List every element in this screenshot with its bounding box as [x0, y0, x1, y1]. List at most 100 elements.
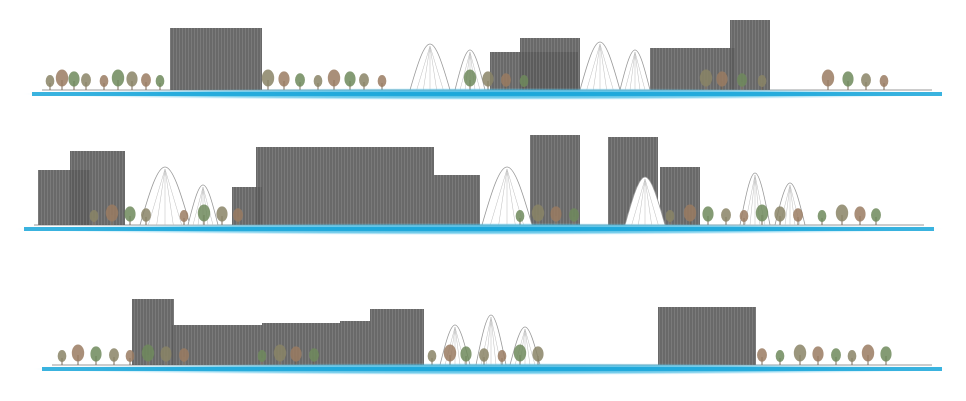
tree-icon — [125, 350, 135, 362]
tree-icon — [81, 73, 91, 87]
tree-icon — [89, 210, 99, 222]
tree-icon — [854, 206, 866, 222]
tree-icon — [124, 206, 136, 222]
tree-icon — [71, 344, 85, 362]
tree-icon — [111, 69, 125, 87]
tree-icon — [699, 69, 713, 87]
tree-icon — [155, 75, 165, 87]
tree-icon — [497, 350, 507, 362]
roof-rib-line — [638, 178, 646, 226]
tree-icon — [665, 210, 675, 222]
roof-rib-line — [624, 51, 636, 91]
roof-rib-line — [429, 45, 444, 91]
tree-icon — [775, 350, 785, 362]
roof-rib-line — [634, 51, 641, 91]
building-block — [658, 307, 756, 365]
tree-icon — [550, 206, 562, 222]
tree-icon — [716, 71, 728, 87]
tree-icon — [737, 73, 747, 87]
tree-icon — [821, 69, 835, 87]
roof-rib-line — [164, 168, 182, 226]
tree-icon — [861, 344, 875, 362]
roof-rib-line — [599, 43, 614, 91]
building-block — [170, 28, 262, 90]
tree-icon — [273, 344, 287, 362]
tree-icon — [278, 71, 290, 87]
roof-rib-line — [148, 168, 166, 226]
tree-icon — [105, 204, 119, 222]
building-block — [370, 309, 424, 365]
tree-icon — [721, 208, 731, 222]
tree-icon — [835, 204, 849, 222]
roof-rib-line — [498, 168, 508, 226]
tree-icon — [879, 75, 889, 87]
roof-rib-line — [593, 43, 601, 91]
tree-icon — [513, 344, 527, 362]
tree-icon — [702, 206, 714, 222]
building-block — [520, 38, 580, 90]
tree-icon — [327, 69, 341, 87]
building-block — [256, 147, 434, 225]
tree-icon — [295, 73, 305, 87]
tree-icon — [831, 348, 841, 362]
roof-rib-line — [490, 316, 497, 366]
tree-icon — [359, 73, 369, 87]
tree-icon — [160, 346, 172, 362]
tree-icon — [793, 344, 807, 362]
roof-rib-line — [490, 168, 508, 226]
roof-rib-line — [454, 326, 461, 366]
tree-icon — [179, 210, 189, 222]
water-line — [32, 92, 942, 96]
tree-icon — [861, 73, 871, 87]
tree-icon — [532, 346, 544, 362]
tree-icon — [90, 346, 102, 362]
tree-icon — [817, 210, 827, 222]
roof-rib-line — [644, 178, 659, 226]
tree-icon — [290, 346, 302, 362]
roof-rib-line — [156, 168, 166, 226]
tree-icon — [774, 206, 786, 222]
tree-icon — [99, 75, 109, 87]
roof-rib-line — [634, 51, 646, 91]
tree-icon — [443, 344, 457, 362]
water-line — [42, 367, 942, 371]
elevation-2 — [14, 135, 944, 235]
tree-icon — [45, 75, 55, 87]
tree-icon — [126, 71, 138, 87]
tree-icon — [216, 206, 228, 222]
roof-rib-line — [164, 168, 174, 226]
roof-rib-line — [644, 178, 652, 226]
tree-icon — [233, 208, 243, 222]
roof-rib-line — [459, 51, 471, 91]
roof-rib-line — [416, 45, 431, 91]
tree-icon — [812, 346, 824, 362]
tree-icon — [344, 71, 356, 87]
tree-icon — [377, 75, 387, 87]
tree-icon — [141, 344, 155, 362]
elevation-1 — [22, 20, 952, 100]
tree-icon — [755, 204, 769, 222]
tree-icon — [309, 348, 319, 362]
roof-rib-line — [629, 51, 636, 91]
tree-icon — [793, 208, 803, 222]
roof-rib-line — [524, 328, 531, 366]
roof-rib-line — [631, 178, 646, 226]
roof-rib-line — [469, 51, 481, 91]
tree-icon — [460, 346, 472, 362]
building-block — [262, 323, 340, 365]
tree-icon — [427, 350, 437, 362]
tree-icon — [531, 204, 545, 222]
building-block — [434, 175, 480, 225]
tree-icon — [197, 204, 211, 222]
tree-icon — [842, 71, 854, 87]
tree-icon — [55, 69, 69, 87]
roof-rib-line — [202, 186, 214, 226]
tree-icon — [519, 75, 529, 87]
tree-icon — [261, 69, 275, 87]
tree-icon — [569, 208, 579, 222]
tree-icon — [479, 348, 489, 362]
tree-icon — [482, 71, 494, 87]
tree-icon — [141, 73, 151, 87]
tree-icon — [313, 75, 323, 87]
